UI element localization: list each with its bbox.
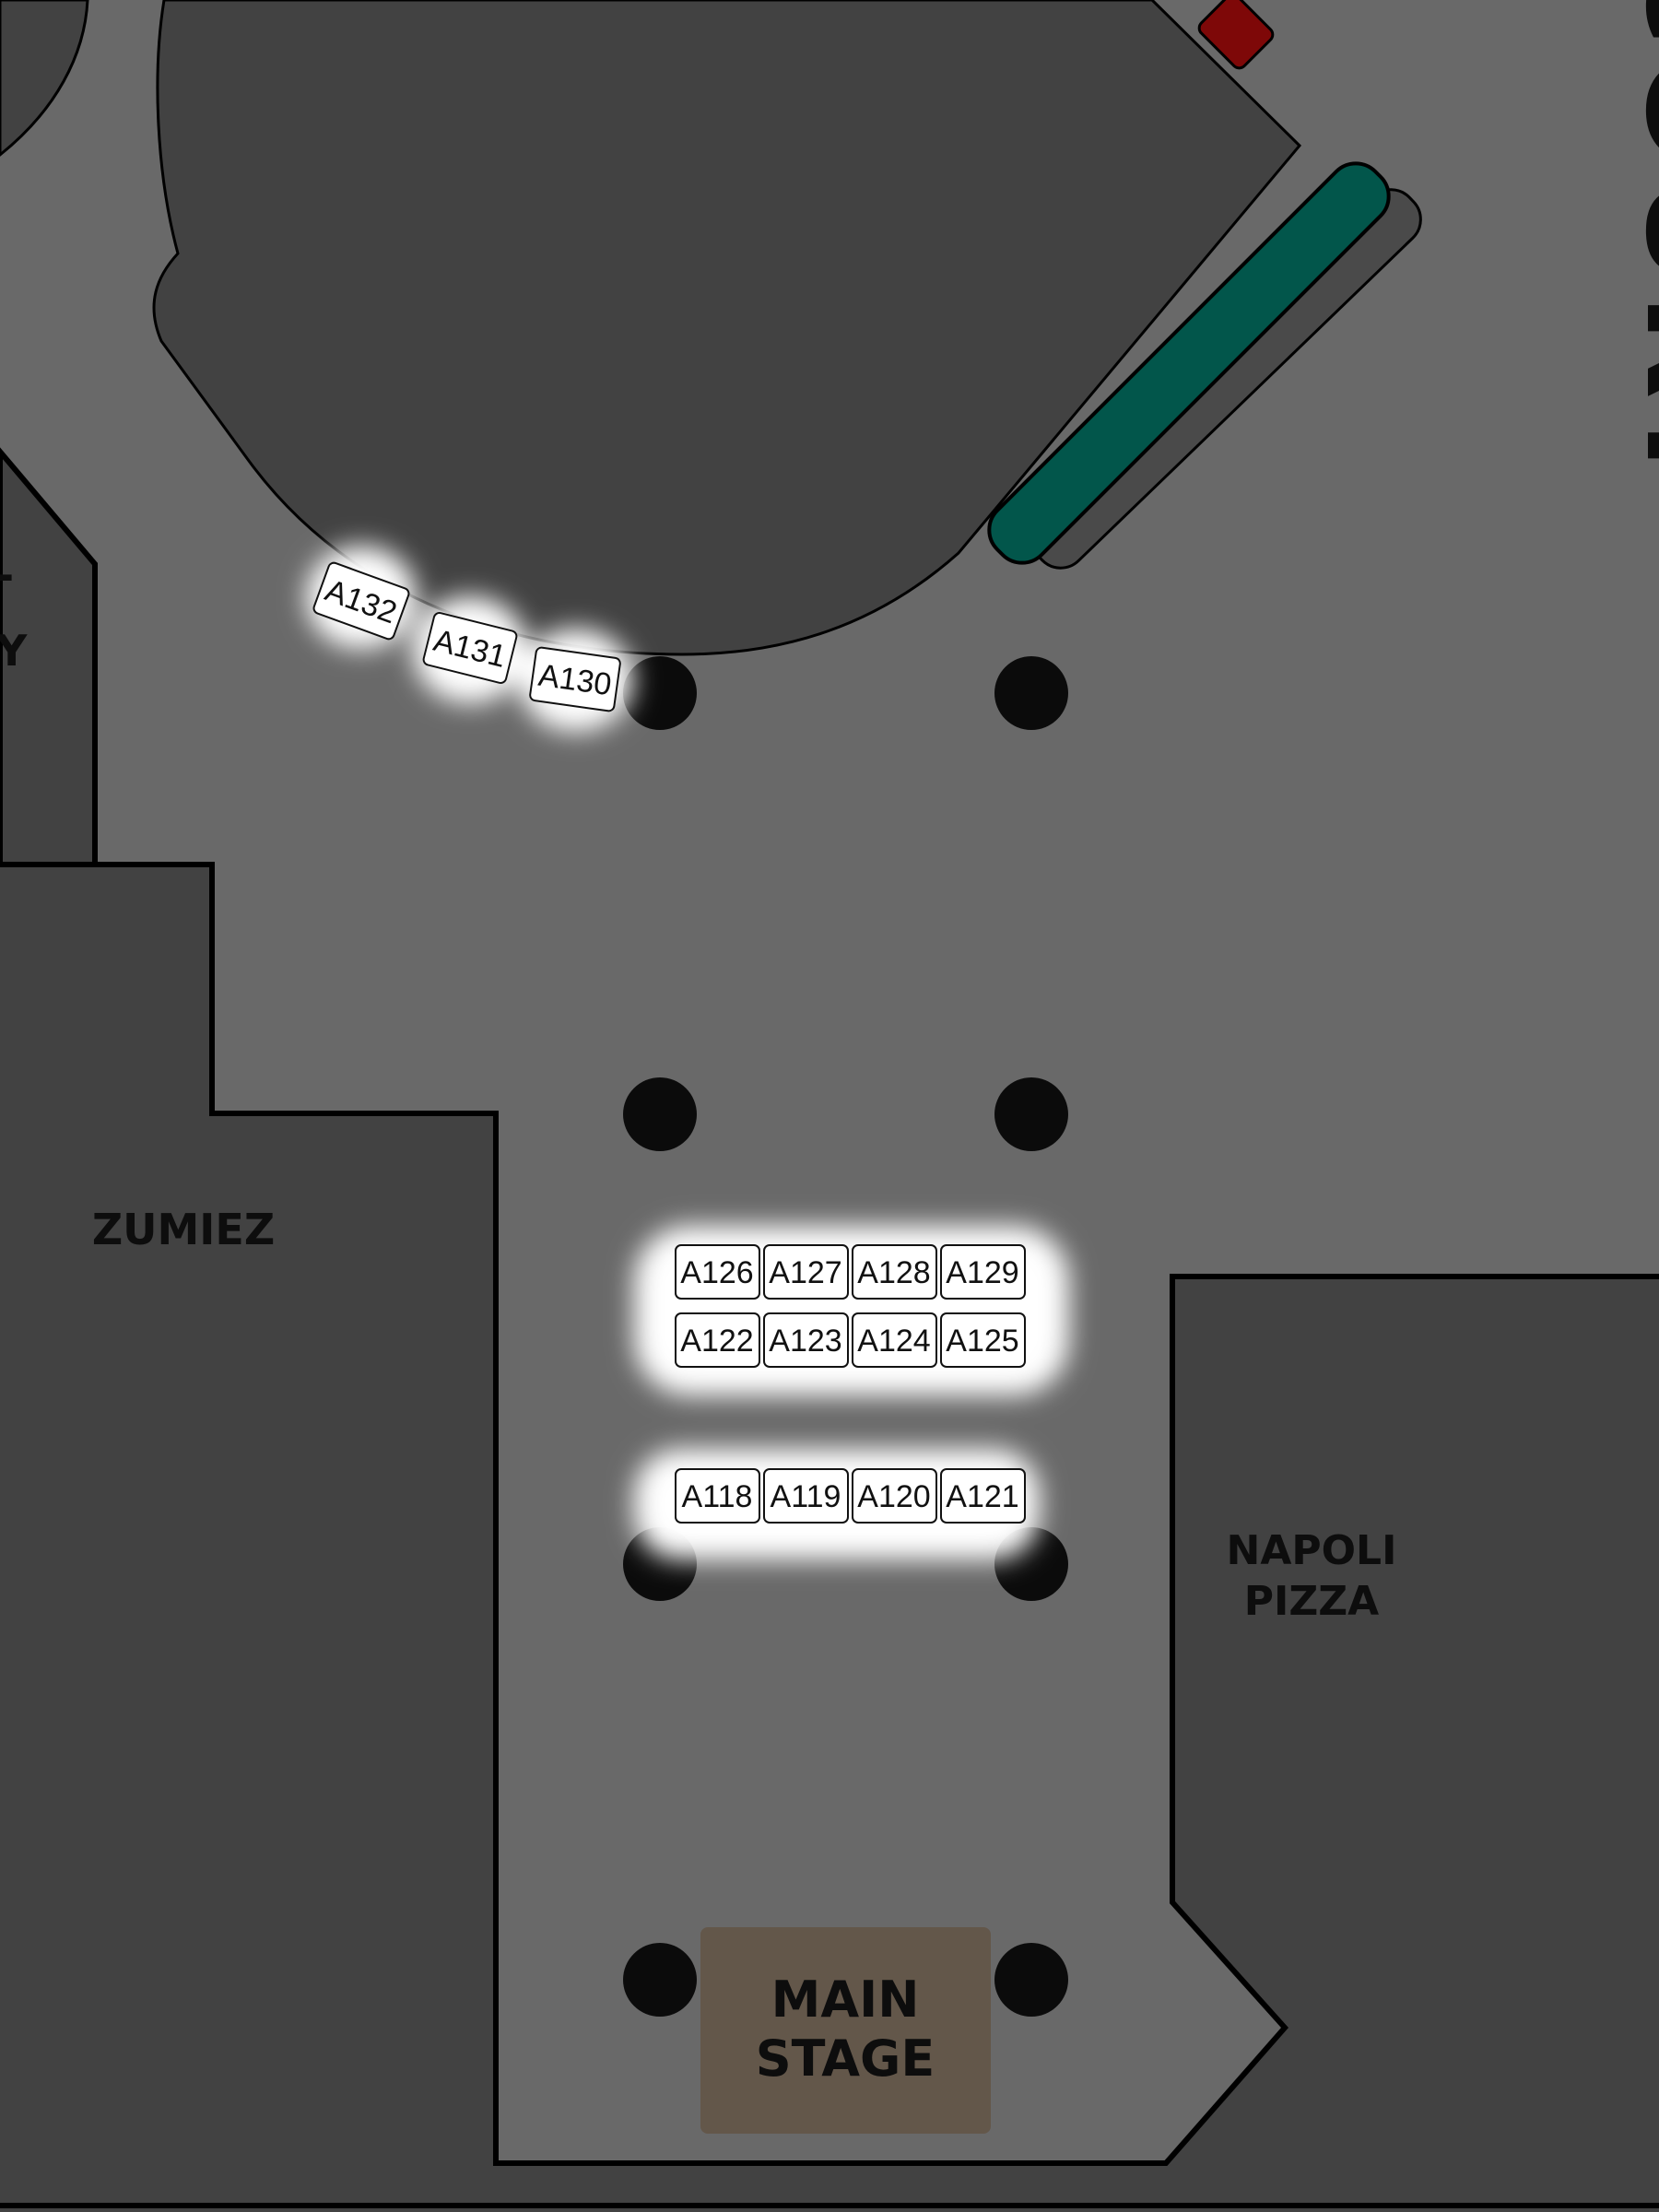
store-label-left-partial-line1: -	[0, 550, 14, 600]
booth-a123[interactable]: A123	[763, 1312, 849, 1368]
booth-label: A124	[857, 1324, 930, 1359]
booth-label: A119	[771, 1479, 841, 1514]
booth-a119[interactable]: A119	[763, 1468, 849, 1524]
pillar	[994, 1943, 1068, 2017]
booth-label: A120	[857, 1479, 930, 1514]
booth-label: A129	[946, 1255, 1018, 1290]
booth-a120[interactable]: A120	[852, 1468, 937, 1524]
booth-label: A126	[680, 1255, 753, 1290]
store-zumiez[interactable]	[0, 865, 1659, 2212]
main-stage[interactable]	[700, 1927, 991, 2134]
pillar	[623, 656, 697, 730]
booth-a125[interactable]: A125	[940, 1312, 1026, 1368]
store-outline	[0, 862, 1659, 2166]
store-label-napoli-pizza-line2: PIZZA	[1244, 1578, 1379, 1625]
booth-a131[interactable]: A131	[422, 612, 518, 685]
teal-bench[interactable]	[978, 152, 1400, 574]
booth-label: A125	[946, 1324, 1018, 1359]
pillar	[623, 1077, 697, 1151]
booth-label: A123	[769, 1324, 841, 1359]
red-marker[interactable]	[1196, 0, 1276, 71]
booth-label: A127	[769, 1255, 841, 1290]
store-label-left-partial-line2: Y	[0, 626, 28, 676]
booth-a130[interactable]: A130	[529, 646, 621, 712]
food-court-label: COURT	[1615, 0, 1659, 498]
booth-a127[interactable]: A127	[763, 1244, 849, 1300]
pillar	[623, 1943, 697, 2017]
booth-a118[interactable]: A118	[675, 1468, 760, 1524]
booth-a124[interactable]: A124	[852, 1312, 937, 1368]
booth-a132[interactable]: A132	[312, 561, 410, 641]
booth-label: A118	[682, 1479, 753, 1514]
booth-label: A121	[946, 1479, 1018, 1514]
booth-label: A128	[857, 1255, 930, 1290]
store-label-zumiez: ZUMIEZ	[92, 1205, 275, 1254]
store-top-left-corner	[0, 0, 89, 157]
main-stage-label-line1: MAIN	[771, 1971, 920, 2029]
pillar	[994, 1077, 1068, 1151]
store-label-napoli-pizza-line1: NAPOLI	[1227, 1527, 1397, 1574]
booth-a128[interactable]: A128	[852, 1244, 937, 1300]
booth-a122[interactable]: A122	[675, 1312, 760, 1368]
pillar	[994, 656, 1068, 730]
booth-a126[interactable]: A126	[675, 1244, 760, 1300]
main-stage-label-line2: STAGE	[756, 2030, 935, 2088]
booth-a129[interactable]: A129	[940, 1244, 1026, 1300]
booth-label: A122	[680, 1324, 753, 1359]
booth-a121[interactable]: A121	[940, 1468, 1026, 1524]
